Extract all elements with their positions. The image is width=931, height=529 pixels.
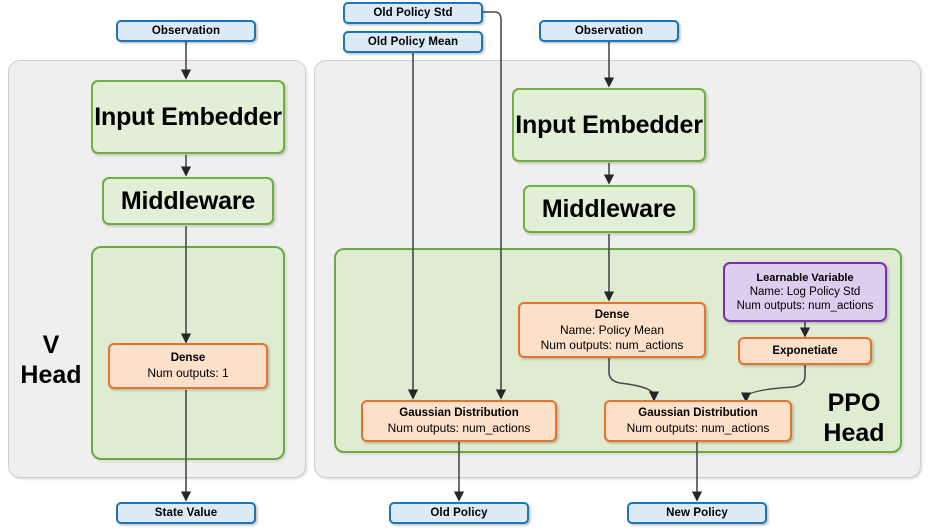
io-old-policy-label: Old Policy — [430, 507, 488, 519]
io-old-policy-mean-label: Old Policy Mean — [367, 36, 459, 48]
op-dense-v-title: Dense — [170, 352, 206, 364]
op-gaussian-old-title: Gaussian Distribution — [399, 407, 519, 419]
op-exponetiate-title: Exponetiate — [772, 344, 838, 357]
io-old-policy-std-label: Old Policy Std — [373, 7, 453, 19]
io-observation-v-label: Observation — [151, 25, 221, 37]
op-gaussian-new-num-outputs: Num outputs: num_actions — [626, 421, 770, 435]
module-middleware-v[interactable]: Middleware — [102, 177, 274, 225]
io-new-policy[interactable]: New Policy — [627, 502, 767, 524]
var-learnable-title: Learnable Variable — [756, 272, 854, 284]
module-input-embedder-v-label: Input Embedder — [94, 102, 282, 131]
io-observation-ppo[interactable]: Observation — [539, 20, 679, 42]
op-gaussian-distribution-new[interactable]: Gaussian Distribution Num outputs: num_a… — [604, 400, 792, 442]
io-observation-ppo-label: Observation — [574, 25, 644, 37]
op-dense-v-num-outputs: Num outputs: 1 — [147, 366, 229, 380]
op-dense-policy-mean-num-outputs: Num outputs: num_actions — [540, 337, 684, 352]
module-input-embedder-ppo[interactable]: Input Embedder — [512, 88, 706, 162]
v-head-caption: V Head — [20, 331, 82, 389]
module-middleware-ppo[interactable]: Middleware — [523, 185, 695, 233]
op-dense-policy-mean-name: Name: Policy Mean — [559, 322, 665, 337]
io-observation-v[interactable]: Observation — [116, 20, 256, 42]
op-gaussian-old-num-outputs: Num outputs: num_actions — [387, 421, 531, 435]
module-input-embedder-v[interactable]: Input Embedder — [91, 80, 285, 154]
op-dense-policy-mean-title: Dense — [594, 308, 630, 321]
io-state-value[interactable]: State Value — [116, 502, 256, 524]
module-middleware-v-label: Middleware — [120, 186, 256, 215]
op-gaussian-distribution-old[interactable]: Gaussian Distribution Num outputs: num_a… — [361, 400, 557, 442]
var-learnable-log-policy-std[interactable]: Learnable Variable Name: Log Policy Std … — [723, 262, 887, 322]
io-state-value-label: State Value — [154, 507, 218, 519]
var-learnable-num-outputs: Num outputs: num_actions — [736, 300, 874, 312]
op-dense-v[interactable]: Dense Num outputs: 1 — [108, 343, 268, 389]
module-input-embedder-ppo-label: Input Embedder — [515, 110, 703, 139]
op-exponetiate[interactable]: Exponetiate — [738, 337, 872, 365]
op-dense-policy-mean[interactable]: Dense Name: Policy Mean Num outputs: num… — [518, 302, 706, 358]
io-old-policy[interactable]: Old Policy — [389, 502, 529, 524]
io-old-policy-mean[interactable]: Old Policy Mean — [343, 31, 483, 53]
io-old-policy-std[interactable]: Old Policy Std — [343, 2, 483, 24]
var-learnable-name: Name: Log Policy Std — [749, 286, 861, 298]
op-gaussian-new-title: Gaussian Distribution — [638, 407, 758, 419]
module-middleware-ppo-label: Middleware — [541, 194, 677, 223]
io-new-policy-label: New Policy — [666, 507, 728, 519]
ppo-head-caption: PPO Head — [823, 389, 885, 447]
